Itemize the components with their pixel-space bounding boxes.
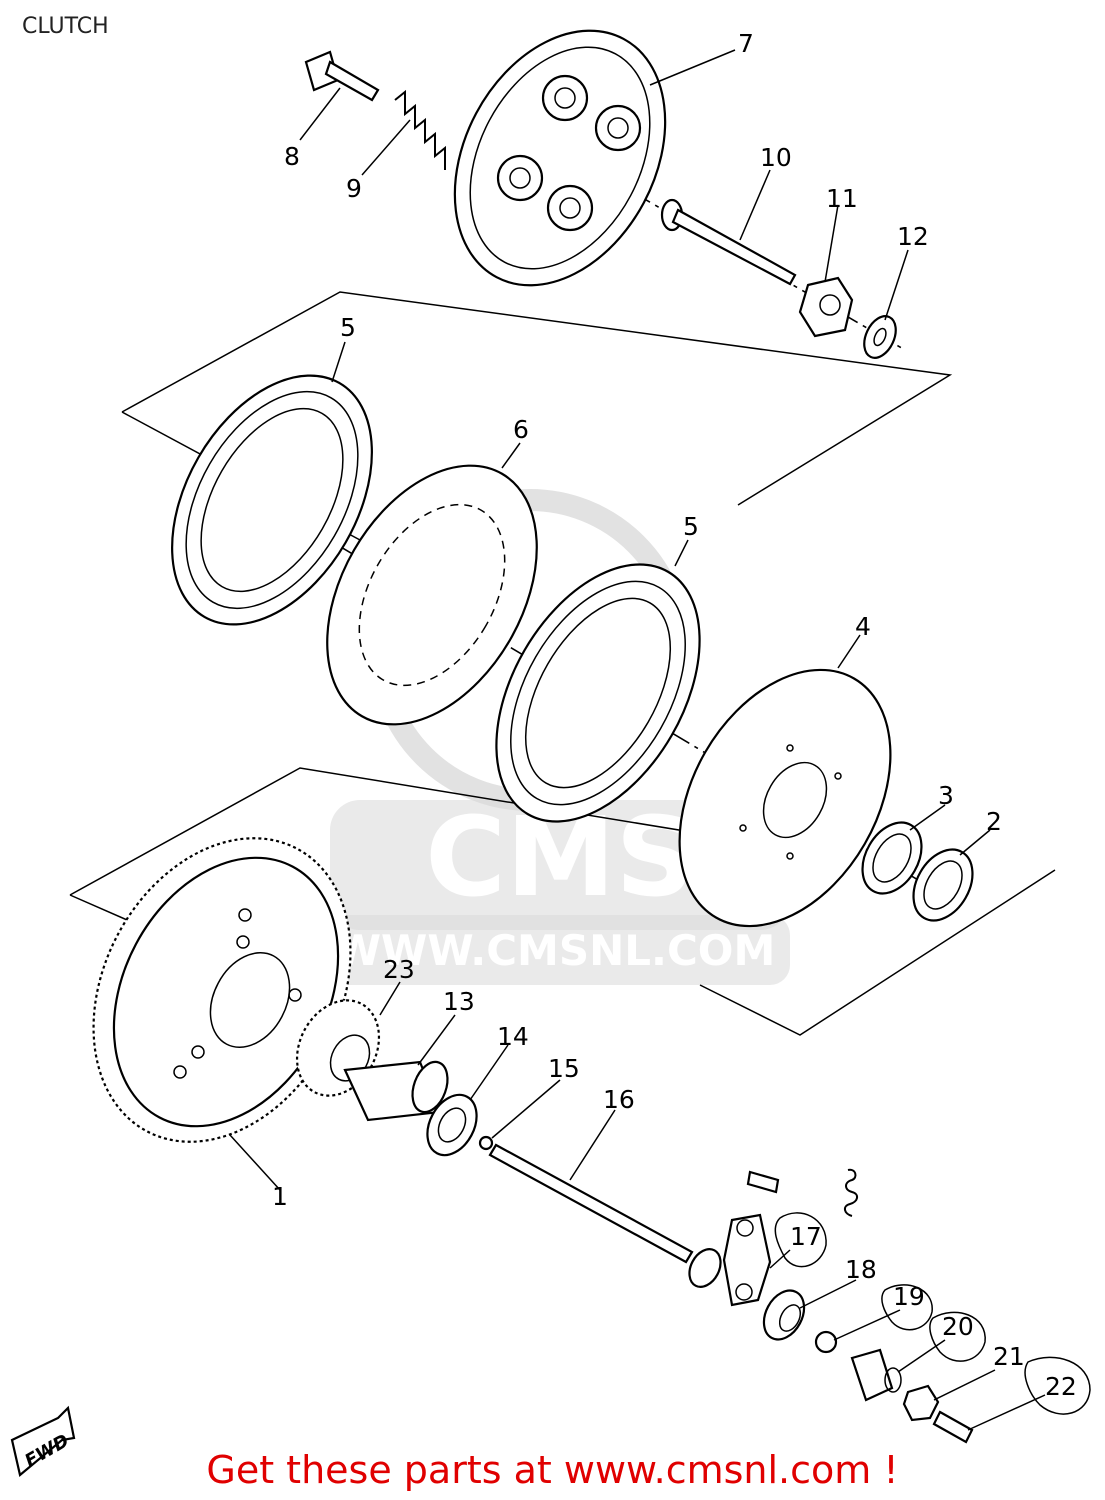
footer-call-to-action[interactable]: Get these parts at www.cmsnl.com ! xyxy=(206,1448,899,1492)
callout-21: 21 xyxy=(993,1342,1025,1371)
washer xyxy=(863,315,897,359)
steel-ball xyxy=(478,1135,494,1151)
callout-16: 16 xyxy=(603,1085,635,1114)
adjuster-ball xyxy=(814,1330,838,1354)
callout-11: 11 xyxy=(826,184,858,213)
callout-18: 18 xyxy=(845,1255,877,1284)
callout-19: 19 xyxy=(893,1282,925,1311)
clutch-housing-gear xyxy=(92,837,352,1143)
washer-2 xyxy=(912,848,974,922)
watermark-url: WWW.CMSNL.COM xyxy=(335,926,776,975)
push-lever xyxy=(688,1168,858,1307)
friction-plate-upper xyxy=(171,374,373,626)
set-screw xyxy=(932,1410,974,1444)
pressure-plate xyxy=(453,29,667,287)
adjuster-screw xyxy=(850,1348,902,1402)
callout-3: 3 xyxy=(938,781,954,810)
callout-5-upper: 5 xyxy=(340,313,356,342)
push-rod-long xyxy=(488,1143,694,1264)
callout-23: 23 xyxy=(383,955,415,984)
callout-2: 2 xyxy=(986,807,1002,836)
callout-4: 4 xyxy=(855,612,871,641)
watermark: CMS WWW.CMSNL.COM xyxy=(320,489,790,985)
callout-12: 12 xyxy=(897,222,929,251)
callout-14: 14 xyxy=(497,1022,529,1051)
callout-20: 20 xyxy=(942,1312,974,1341)
callout-13: 13 xyxy=(443,987,475,1016)
thrust-washer xyxy=(426,1093,478,1157)
locknut xyxy=(902,1384,940,1422)
callout-1: 1 xyxy=(272,1182,288,1211)
callout-17: 17 xyxy=(790,1222,822,1251)
collar xyxy=(343,1060,449,1122)
callout-7: 7 xyxy=(738,29,754,58)
clutch-disc xyxy=(678,668,892,928)
callout-9: 9 xyxy=(346,174,362,203)
clutch-plate xyxy=(326,464,538,726)
nut xyxy=(798,276,854,338)
callout-6: 6 xyxy=(513,415,529,444)
page-title: CLUTCH xyxy=(22,14,109,39)
spring xyxy=(394,89,446,170)
washer-3 xyxy=(861,821,923,895)
push-rod xyxy=(660,198,797,286)
callout-numbers: 1 2 3 4 5 5 6 7 8 9 10 11 12 13 14 15 16… xyxy=(272,29,1077,1401)
callout-8: 8 xyxy=(284,142,300,171)
callout-15: 15 xyxy=(548,1054,580,1083)
callout-22: 22 xyxy=(1045,1372,1077,1401)
callout-bubbles xyxy=(774,1212,1091,1415)
friction-plate-lower xyxy=(495,563,701,823)
screw xyxy=(304,50,380,102)
callout-5-lower: 5 xyxy=(683,512,699,541)
callout-10: 10 xyxy=(760,143,792,172)
leader-lines xyxy=(229,49,1046,1431)
bearing xyxy=(762,1289,806,1341)
